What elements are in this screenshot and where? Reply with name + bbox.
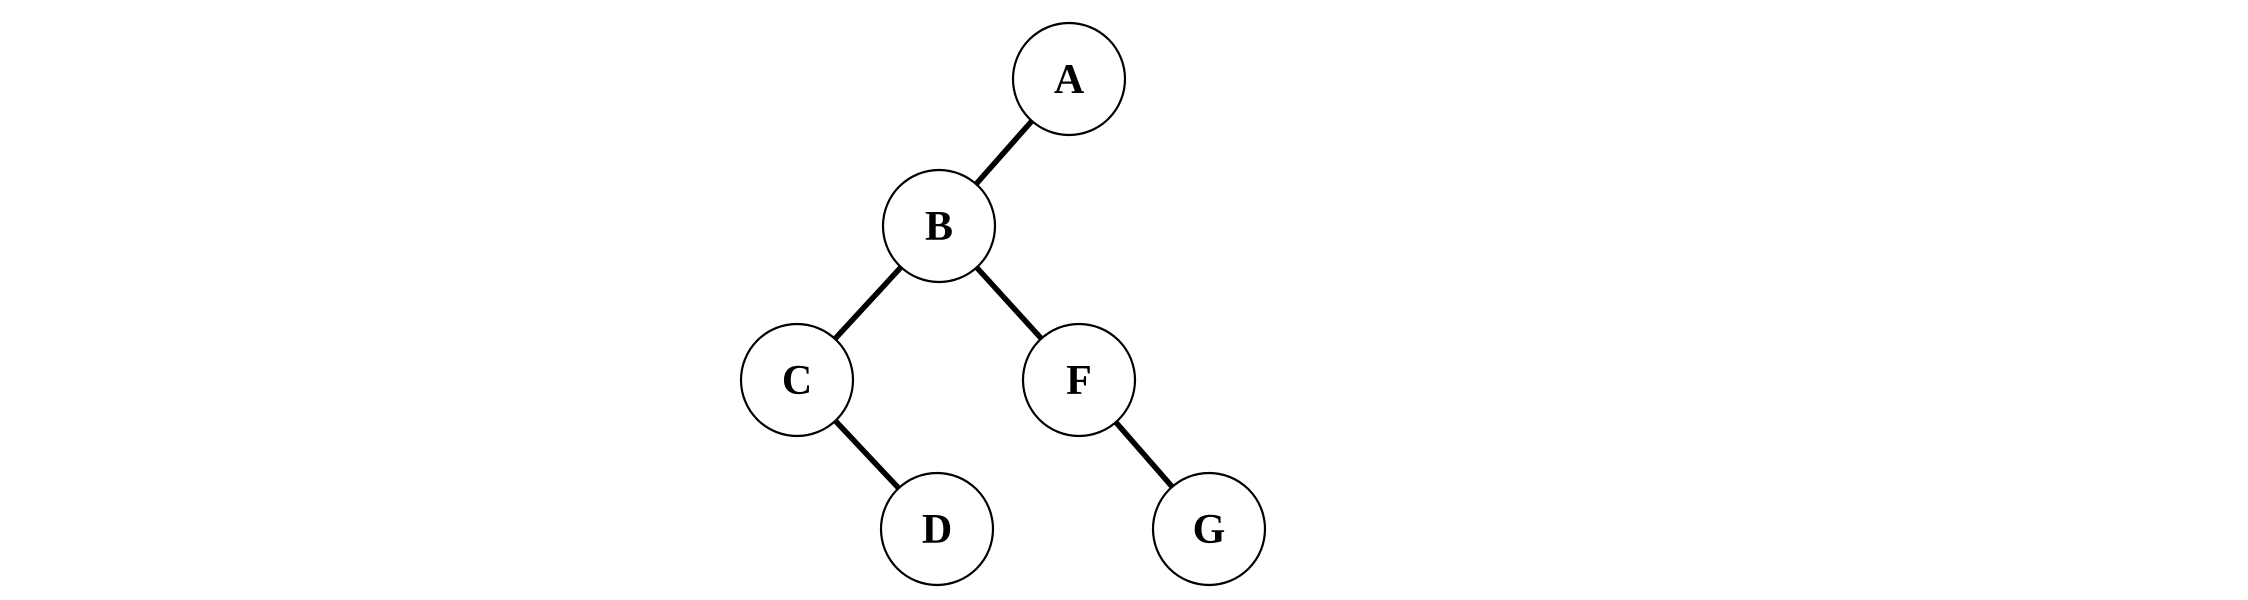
graph-edge-b-f	[974, 265, 1044, 341]
node-label-a: A	[1054, 57, 1085, 103]
node-circle-g[interactable]	[1151, 471, 1267, 587]
node-circle-d[interactable]	[879, 471, 995, 587]
graph-edge-f-g	[1113, 420, 1175, 489]
graph-node-b[interactable]: B	[881, 168, 997, 284]
node-label-f: F	[1066, 358, 1092, 404]
node-label-d: D	[922, 507, 952, 553]
graph-node-c[interactable]: C	[739, 322, 855, 438]
node-circle-c[interactable]	[739, 322, 855, 438]
nodes-layer: A B C F D G	[739, 21, 1267, 587]
graph-edge-a-b	[974, 119, 1034, 186]
node-circle-b[interactable]	[881, 168, 997, 284]
node-circle-f[interactable]	[1021, 322, 1137, 438]
graph-node-g[interactable]: G	[1151, 471, 1267, 587]
node-circle-a[interactable]	[1011, 21, 1127, 137]
node-label-b: B	[925, 204, 953, 250]
graph-edge-b-c	[832, 265, 904, 341]
graph-edge-c-d	[833, 418, 901, 491]
graph-node-f[interactable]: F	[1021, 322, 1137, 438]
node-label-g: G	[1193, 507, 1226, 553]
graph-node-a[interactable]: A	[1011, 21, 1127, 137]
graph-node-d[interactable]: D	[879, 471, 995, 587]
edges-layer	[832, 119, 1175, 491]
node-label-c: C	[782, 358, 812, 404]
